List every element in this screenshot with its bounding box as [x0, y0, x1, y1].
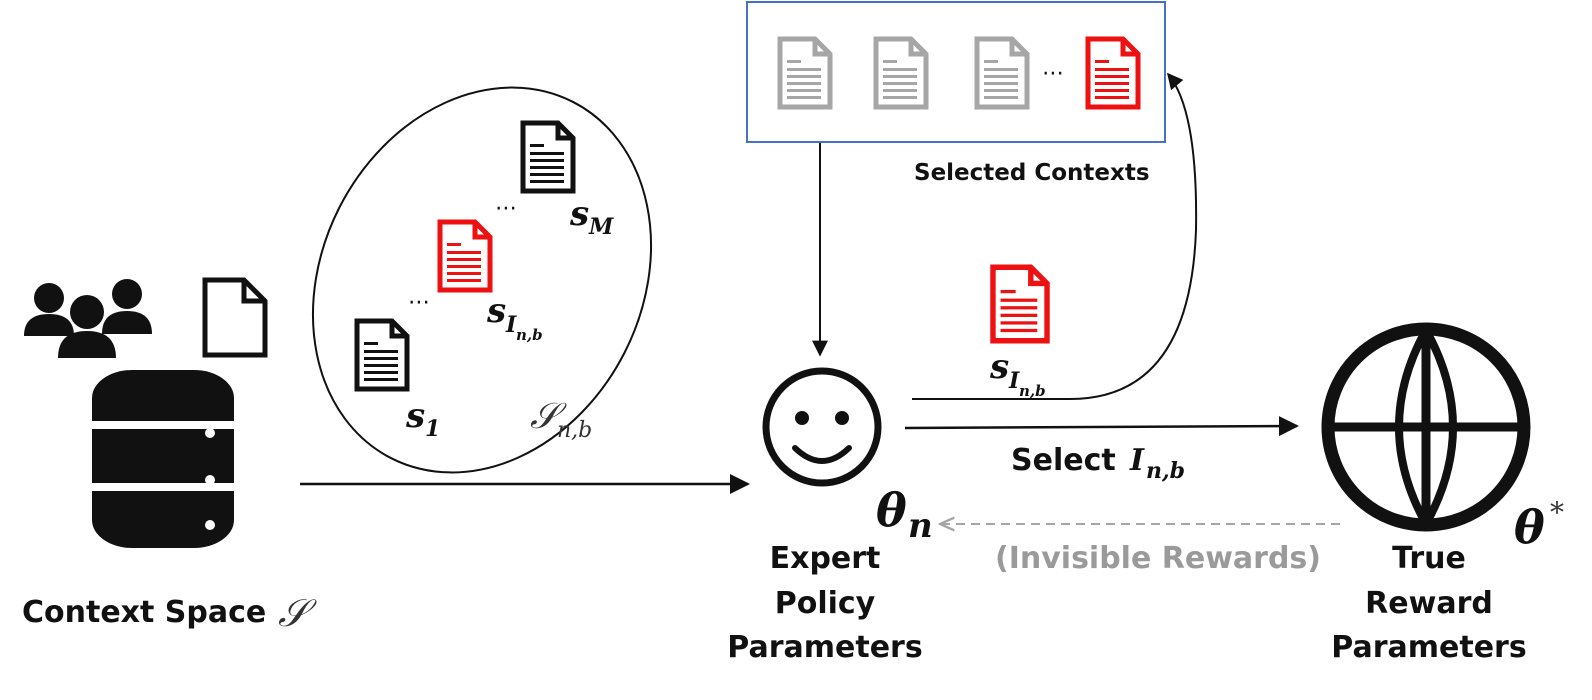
label-chosen-doc: s I n,b [989, 347, 1046, 400]
expert-label-line-2: Policy [775, 586, 876, 621]
expert-label-line-3: Parameters [727, 630, 922, 665]
svg-text:θ: θ [876, 483, 907, 537]
svg-text:s: s [569, 194, 589, 234]
globe-icon [1321, 322, 1531, 532]
svg-text:s: s [989, 347, 1009, 387]
svg-text:I: I [1129, 443, 1145, 478]
arrow-feedback-to-box [912, 72, 1198, 400]
document-icon-s-1 [357, 321, 407, 389]
users-icon [24, 279, 152, 358]
theta-n-label: θ n [876, 483, 933, 546]
document-icon-s-m [523, 123, 573, 191]
svg-text:M: M [588, 214, 614, 240]
svg-text:*: * [1550, 496, 1564, 529]
label-s-n-b: 𝒮 n,b [530, 396, 592, 443]
label-s-1: s 1 [405, 396, 440, 442]
expert-label-line-1: Expert [770, 541, 881, 576]
database-icon [92, 370, 234, 548]
svg-text:n,b: n,b [557, 418, 592, 443]
smiley-icon [762, 367, 882, 487]
svg-text:1: 1 [425, 416, 440, 442]
sample-set-ellipse [311, 86, 653, 474]
svg-text:n: n [908, 506, 933, 546]
selected-contexts-box [746, 1, 1166, 143]
select-label: Select I n,b [1011, 443, 1185, 484]
svg-text:I: I [1008, 368, 1020, 394]
true-reward-label-line-1: True [1392, 541, 1466, 576]
true-reward-label-line-3: Parameters [1331, 630, 1526, 665]
label-s-m: s M [569, 194, 614, 240]
ellipsis-upper: ⋯ [495, 195, 517, 220]
ellipsis-lower: ⋯ [408, 289, 430, 314]
context-space-symbol: 𝒮 [278, 591, 317, 635]
svg-text:Select: Select [1011, 443, 1116, 478]
arrow-select [904, 416, 1299, 437]
label-s-selected: s I n,b [486, 291, 543, 344]
theta-star-label: θ * [1514, 496, 1564, 554]
true-reward-label-line-2: Reward [1365, 586, 1493, 621]
svg-text:s: s [405, 396, 425, 436]
svg-text:s: s [486, 291, 506, 331]
context-space-label: Context Space [22, 595, 266, 630]
invisible-rewards-label: (Invisible Rewards) [995, 541, 1321, 576]
svg-text:I: I [505, 312, 517, 338]
ellipsis-history: ⋯ [1042, 60, 1064, 85]
svg-text:n,b: n,b [1019, 382, 1046, 400]
document-icon-chosen [993, 267, 1047, 341]
svg-text:n,b: n,b [516, 326, 543, 344]
selected-contexts-label: Selected Contexts [914, 160, 1150, 186]
document-icon-s-selected [440, 222, 490, 290]
svg-text:n,b: n,b [1146, 458, 1185, 484]
svg-text:θ: θ [1514, 500, 1545, 554]
document-outline-icon [202, 277, 268, 358]
